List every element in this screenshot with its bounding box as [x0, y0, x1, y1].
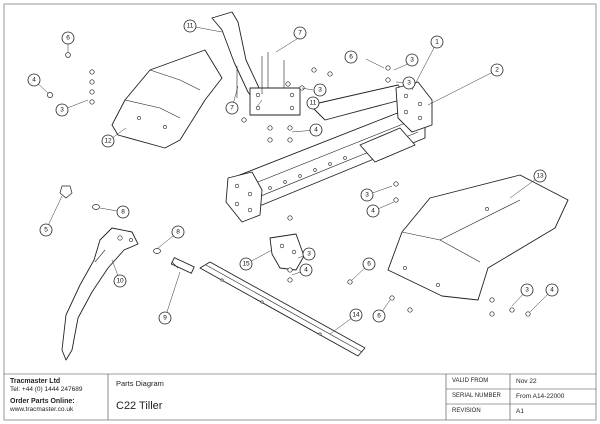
- revision-label: REVISION: [452, 408, 481, 414]
- callout-3b: 3: [313, 83, 327, 97]
- revision-value: A1: [516, 408, 524, 415]
- svg-text:4: 4: [314, 127, 318, 134]
- serial-number-label: SERIAL NUMBER: [452, 393, 501, 399]
- svg-text:3: 3: [410, 57, 414, 64]
- callout-3c: 3: [402, 76, 416, 90]
- svg-text:4: 4: [371, 208, 375, 215]
- callout-14: 14: [349, 308, 363, 322]
- sheet-border: [3, 3, 597, 421]
- svg-text:15: 15: [242, 261, 250, 268]
- svg-text:8: 8: [121, 209, 125, 216]
- callout-9: 9: [158, 311, 172, 325]
- callouts: 11 11 7 7 1 2 6 3 3 3 4 6 4 3 12 13 3 4 …: [27, 19, 559, 325]
- callout-6a: 6: [344, 50, 358, 64]
- callout-8a: 8: [116, 205, 130, 219]
- svg-text:14: 14: [352, 312, 360, 319]
- serial-number-value: From A14-22000: [516, 393, 565, 400]
- callout-7b: 7: [225, 101, 239, 115]
- callout-3d: 3: [55, 103, 69, 117]
- part-14-angle-bar: [199, 261, 366, 357]
- callout-3e: 3: [360, 188, 374, 202]
- company-tel: Tel: +44 (0) 1444 247689: [10, 386, 83, 393]
- part-10-lever: [61, 227, 139, 361]
- callout-1: 1: [430, 35, 444, 49]
- svg-text:7: 7: [230, 105, 234, 112]
- part-13-cover: [387, 174, 569, 301]
- part-5-nut: [59, 185, 73, 199]
- svg-text:8: 8: [176, 229, 180, 236]
- svg-text:2: 2: [495, 67, 499, 74]
- callout-2: 2: [490, 63, 504, 77]
- callout-6d: 6: [372, 309, 386, 323]
- company-website[interactable]: www.tracmaster.co.uk: [10, 406, 74, 413]
- svg-text:3: 3: [307, 251, 311, 258]
- callout-11b: 11: [306, 96, 320, 110]
- callout-3f: 3: [302, 247, 316, 261]
- drawing-model-title: C22 Tiller: [116, 400, 163, 412]
- svg-text:3: 3: [407, 80, 411, 87]
- svg-text:1: 1: [435, 39, 439, 46]
- part-12-cover: [111, 49, 223, 149]
- callout-4a: 4: [309, 123, 323, 137]
- valid-from-label: VALID FROM: [452, 378, 489, 384]
- svg-text:3: 3: [60, 107, 64, 114]
- svg-text:11: 11: [310, 100, 317, 107]
- svg-text:3: 3: [365, 192, 369, 199]
- callout-8b: 8: [171, 225, 185, 239]
- part-8-washer-b: [153, 248, 161, 254]
- callout-13: 13: [533, 169, 547, 183]
- svg-text:13: 13: [536, 173, 544, 180]
- callout-6c: 6: [362, 257, 376, 271]
- svg-text:3: 3: [525, 287, 529, 294]
- callout-6b: 6: [61, 31, 75, 45]
- svg-text:11: 11: [187, 23, 194, 30]
- fasteners: [47, 52, 531, 317]
- drawing-type: Parts Diagram: [116, 379, 164, 388]
- part-1-side-plate: [225, 81, 433, 223]
- title-block-frame: [4, 373, 596, 420]
- svg-text:3: 3: [318, 87, 322, 94]
- callout-4c: 4: [366, 204, 380, 218]
- callout-3a: 3: [405, 53, 419, 67]
- callout-4d: 4: [299, 263, 313, 277]
- callout-5: 5: [39, 223, 53, 237]
- svg-text:5: 5: [44, 227, 48, 234]
- svg-text:4: 4: [32, 77, 36, 84]
- part-8-washer-a: [92, 204, 100, 210]
- svg-text:6: 6: [66, 35, 70, 42]
- svg-text:12: 12: [104, 138, 112, 145]
- svg-text:9: 9: [163, 315, 167, 322]
- svg-text:10: 10: [116, 278, 124, 285]
- company-name: Tracmaster Ltd: [10, 378, 61, 385]
- callout-4e: 4: [545, 283, 559, 297]
- order-heading: Order Parts Online:: [10, 398, 75, 405]
- part-15-bracket: [269, 233, 305, 271]
- callout-4b: 4: [27, 73, 41, 87]
- svg-text:4: 4: [304, 267, 308, 274]
- callout-7a: 7: [293, 26, 307, 40]
- part-9-bolt: [170, 257, 195, 274]
- callout-11a: 11: [183, 19, 197, 33]
- part-11-bracket: [211, 11, 301, 116]
- callout-3g: 3: [520, 283, 534, 297]
- svg-text:6: 6: [377, 313, 381, 320]
- frame-hole-row: [268, 156, 347, 190]
- callout-10: 10: [113, 274, 127, 288]
- valid-from-value: Nov 22: [516, 378, 537, 385]
- svg-text:4: 4: [550, 287, 554, 294]
- svg-text:7: 7: [298, 30, 302, 37]
- callout-12: 12: [101, 134, 115, 148]
- callout-15: 15: [239, 257, 253, 271]
- svg-text:6: 6: [367, 261, 371, 268]
- svg-text:6: 6: [349, 54, 353, 61]
